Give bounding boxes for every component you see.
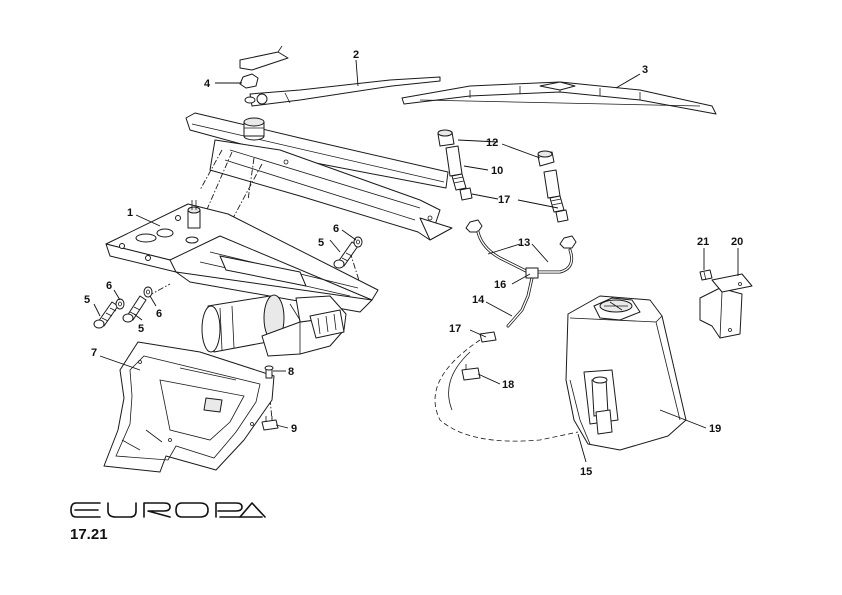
callout-18: 18 bbox=[502, 379, 514, 391]
callout-labels: 1 2 3 4 5 6 5 6 5 6 7 8 9 10 12 13 14 15… bbox=[84, 49, 743, 478]
bolt-right bbox=[333, 241, 359, 269]
callout-12: 12 bbox=[486, 137, 498, 149]
callout-4: 4 bbox=[204, 78, 211, 90]
washer-right bbox=[353, 236, 363, 248]
callout-15: 15 bbox=[580, 466, 592, 478]
jet-cap-left bbox=[437, 129, 455, 147]
bolt-left-a bbox=[93, 301, 119, 329]
callout-2: 2 bbox=[353, 49, 359, 61]
callout-21: 21 bbox=[697, 236, 709, 248]
europa-logo bbox=[70, 497, 266, 528]
wiper-blade bbox=[401, 81, 717, 115]
callout-17-lower: 17 bbox=[449, 323, 461, 335]
callout-14: 14 bbox=[472, 294, 485, 306]
callout-3: 3 bbox=[642, 64, 648, 76]
callout-6-left: 6 bbox=[106, 280, 112, 292]
washer-left-a bbox=[115, 298, 125, 310]
callout-6-right: 6 bbox=[333, 223, 339, 235]
callout-5-left: 5 bbox=[84, 294, 90, 306]
callout-17-upper: 17 bbox=[498, 194, 510, 206]
feed-hose-15 bbox=[434, 339, 579, 442]
callout-10: 10 bbox=[491, 165, 503, 177]
callout-20: 20 bbox=[731, 236, 743, 248]
jet-grommet-right bbox=[555, 209, 569, 223]
jet-cap-right bbox=[537, 150, 555, 167]
jet-nut-left bbox=[465, 219, 483, 233]
callout-19: 19 bbox=[709, 423, 721, 435]
callout-9: 9 bbox=[291, 423, 297, 435]
leader-lines bbox=[93, 59, 739, 463]
under-tray bbox=[103, 341, 275, 473]
callout-6-center: 6 bbox=[156, 308, 162, 320]
wiper-arm bbox=[249, 76, 441, 107]
washer-reservoir bbox=[565, 295, 687, 451]
washer-left-b bbox=[143, 286, 153, 298]
spindle-nut bbox=[239, 73, 259, 104]
screw-8 bbox=[264, 365, 274, 379]
bracket-screw bbox=[699, 269, 713, 281]
page-number: 17.21 bbox=[70, 526, 108, 543]
wiper-motor bbox=[201, 294, 347, 357]
bolt-left-b bbox=[122, 295, 147, 323]
spindle-grommet bbox=[243, 117, 265, 141]
callout-8: 8 bbox=[288, 366, 294, 378]
callout-16: 16 bbox=[494, 279, 506, 291]
callout-5-center: 5 bbox=[138, 323, 144, 335]
hose-t-piece bbox=[525, 267, 539, 279]
jet-grommet-left bbox=[459, 187, 473, 201]
callout-5-right: 5 bbox=[318, 237, 324, 249]
reservoir-bracket bbox=[699, 273, 753, 339]
callout-7: 7 bbox=[91, 347, 97, 359]
wiper-arm-cap bbox=[239, 45, 289, 71]
clip-9 bbox=[261, 416, 279, 431]
hose-clip-18 bbox=[461, 364, 481, 381]
callout-1: 1 bbox=[127, 207, 133, 219]
washer-jet-left bbox=[445, 145, 467, 191]
washer-hose bbox=[476, 230, 574, 328]
europa-logo-mark bbox=[70, 502, 266, 518]
jet-nut-right bbox=[559, 235, 577, 249]
wiper-linkage-frame bbox=[105, 200, 379, 313]
callout-13: 13 bbox=[518, 237, 530, 249]
hose-connector bbox=[479, 331, 497, 343]
